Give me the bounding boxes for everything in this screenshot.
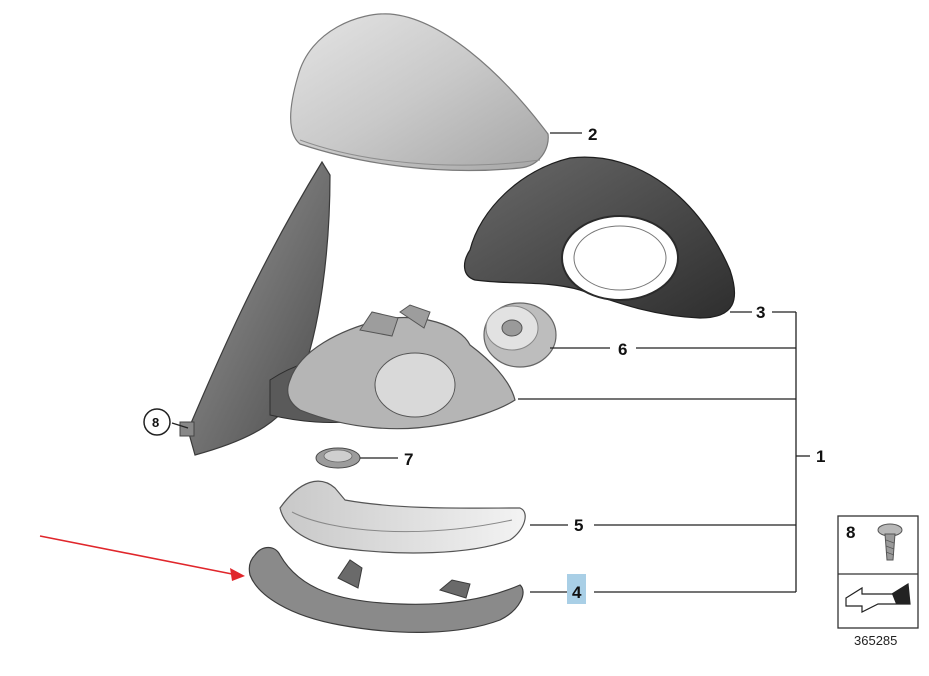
actuator-housing-part <box>287 304 516 430</box>
callout-1: 1 <box>816 447 825 466</box>
lower-trim-part <box>248 546 524 633</box>
mirror-cap-part <box>290 13 549 172</box>
red-pointer-arrow <box>39 535 245 581</box>
callout-8-circle <box>143 408 171 436</box>
callout-8: 8 <box>152 415 159 430</box>
housing-frame-part <box>464 156 736 319</box>
callout-3: 3 <box>756 303 765 322</box>
leader-lines <box>171 132 810 593</box>
callout-6: 6 <box>618 340 627 359</box>
callout-4-highlight <box>567 574 586 604</box>
legend-box: 8 <box>837 515 919 629</box>
screw-icon <box>877 523 903 561</box>
cover-disc-part <box>315 447 361 469</box>
reference-number: 365285 <box>854 633 897 648</box>
motor-part <box>483 302 557 368</box>
direction-arrow-icon <box>845 582 911 613</box>
callout-7: 7 <box>404 450 413 469</box>
callout-4: 4 <box>572 583 582 602</box>
callout-5: 5 <box>574 516 583 535</box>
legend-part-number: 8 <box>846 523 855 542</box>
callout-2: 2 <box>588 125 597 144</box>
turn-signal-part <box>279 480 526 554</box>
